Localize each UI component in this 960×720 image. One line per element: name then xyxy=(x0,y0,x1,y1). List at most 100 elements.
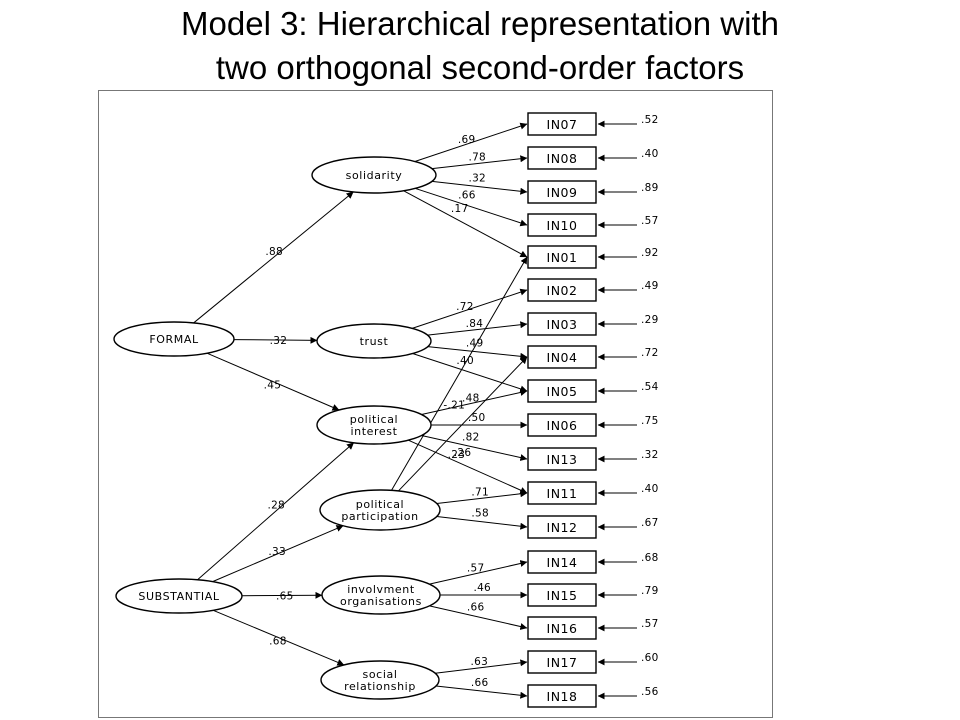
error-variance: .54 xyxy=(641,381,659,393)
error-variance: .68 xyxy=(641,552,659,564)
indicator-label: IN15 xyxy=(547,588,578,603)
indicator-label: IN17 xyxy=(547,655,578,670)
second-order-path xyxy=(206,352,340,411)
path-coefficient: .65 xyxy=(276,590,294,602)
factor-label-line: political xyxy=(350,413,398,426)
indicator-box xyxy=(527,481,597,505)
path-coefficient: .28 xyxy=(267,499,285,511)
factor-label-line: participation xyxy=(341,510,418,523)
indicator-box xyxy=(527,616,597,640)
factor-ellipse xyxy=(316,405,432,445)
loading-coefficient: .57 xyxy=(467,563,485,575)
indicator-label: IN01 xyxy=(547,250,578,265)
indicator-in04: IN04 xyxy=(527,345,597,369)
indicator-box xyxy=(527,278,597,302)
error-variance: .49 xyxy=(641,280,659,292)
indicator-in12: IN12 xyxy=(527,515,597,539)
loading-coefficient: .84 xyxy=(466,318,484,330)
indicator-in10: IN10 xyxy=(527,213,597,237)
indicator-in05: IN05 xyxy=(527,379,597,403)
indicator-label: IN10 xyxy=(547,218,578,233)
loading-path xyxy=(427,321,528,336)
indicator-box xyxy=(527,650,597,674)
indicator-label: IN06 xyxy=(547,418,578,433)
indicator-box xyxy=(527,312,597,336)
loading-path xyxy=(421,435,528,461)
loading-path xyxy=(421,389,528,415)
second-order-path xyxy=(233,336,318,344)
factor-solidarity: solidarity xyxy=(311,156,437,194)
error-variance: .57 xyxy=(641,215,659,227)
indicator-label: IN04 xyxy=(547,350,578,365)
indicator-in13: IN13 xyxy=(527,447,597,471)
indicator-box xyxy=(527,345,597,369)
second-order-path xyxy=(212,525,344,583)
indicator-in18: IN18 xyxy=(527,684,597,708)
factor-label-line: trust xyxy=(360,335,389,348)
indicator-in16: IN16 xyxy=(527,616,597,640)
error-variance: .67 xyxy=(641,517,659,529)
indicator-box xyxy=(527,413,597,437)
loading-coefficient: .48 xyxy=(462,393,480,405)
loading-coefficient: .58 xyxy=(471,507,489,519)
loading-coefficient: .66 xyxy=(467,601,485,613)
indicator-in01: IN01 xyxy=(527,245,597,269)
error-variance: .57 xyxy=(641,618,659,630)
loading-path xyxy=(408,439,528,494)
loading-path xyxy=(436,516,528,530)
path-coefficient: .88 xyxy=(265,246,283,258)
factor-ellipse xyxy=(321,575,441,615)
factor-ellipse xyxy=(316,323,432,359)
loading-path xyxy=(431,180,528,195)
loading-path xyxy=(429,560,528,585)
title-line-2: two orthogonal second-order factors xyxy=(215,49,745,86)
path-coefficient: .45 xyxy=(264,379,282,391)
loading-coefficient: .69 xyxy=(458,134,476,146)
diagram-frame xyxy=(98,90,773,718)
slide-title: Model 3: Hierarchical representation wit… xyxy=(0,2,960,90)
indicator-in03: IN03 xyxy=(527,312,597,336)
path-coefficient: .68 xyxy=(269,635,287,647)
indicator-label: IN11 xyxy=(547,486,578,501)
error-variance: .72 xyxy=(641,347,659,359)
loading-coefficient: .63 xyxy=(470,656,488,668)
error-variance: .40 xyxy=(641,148,659,160)
factor-label-line: political xyxy=(356,498,404,511)
indicator-in08: IN08 xyxy=(527,146,597,170)
factor-ellipse xyxy=(113,321,235,357)
error-variance: .75 xyxy=(641,415,659,427)
second-order-path xyxy=(212,609,345,666)
loading-path xyxy=(429,605,528,630)
indicator-label: IN08 xyxy=(547,151,578,166)
indicator-in07: IN07 xyxy=(527,112,597,136)
loading-path xyxy=(398,356,528,492)
factor-formal: FORMAL xyxy=(113,321,235,357)
indicator-in15: IN15 xyxy=(527,583,597,607)
loading-path xyxy=(415,187,528,227)
indicator-label: IN09 xyxy=(547,185,578,200)
indicator-label: IN03 xyxy=(547,317,578,332)
error-variance: .32 xyxy=(641,449,659,461)
loading-coefficient: .17 xyxy=(451,203,469,215)
loading-coefficient: .46 xyxy=(473,582,491,594)
indicator-box xyxy=(527,379,597,403)
indicator-box xyxy=(527,213,597,237)
loading-path xyxy=(427,346,528,360)
loading-coefficient: .72 xyxy=(456,301,474,313)
path-coefficient: .33 xyxy=(268,546,286,558)
loading-coefficient: .49 xyxy=(466,338,484,350)
factor-substantial: SUBSTANTIAL xyxy=(115,578,243,614)
indicator-box xyxy=(527,146,597,170)
factor-ellipse xyxy=(319,489,441,531)
loading-path xyxy=(435,685,528,699)
second-order-path xyxy=(193,191,354,324)
indicator-label: IN18 xyxy=(547,689,578,704)
error-variance: .89 xyxy=(641,182,659,194)
factor-label-line: organisations xyxy=(340,595,422,608)
indicator-label: IN14 xyxy=(547,555,578,570)
indicator-box xyxy=(527,180,597,204)
title-line-1: Model 3: Hierarchical representation wit… xyxy=(181,5,779,42)
error-variance: .40 xyxy=(641,483,659,495)
